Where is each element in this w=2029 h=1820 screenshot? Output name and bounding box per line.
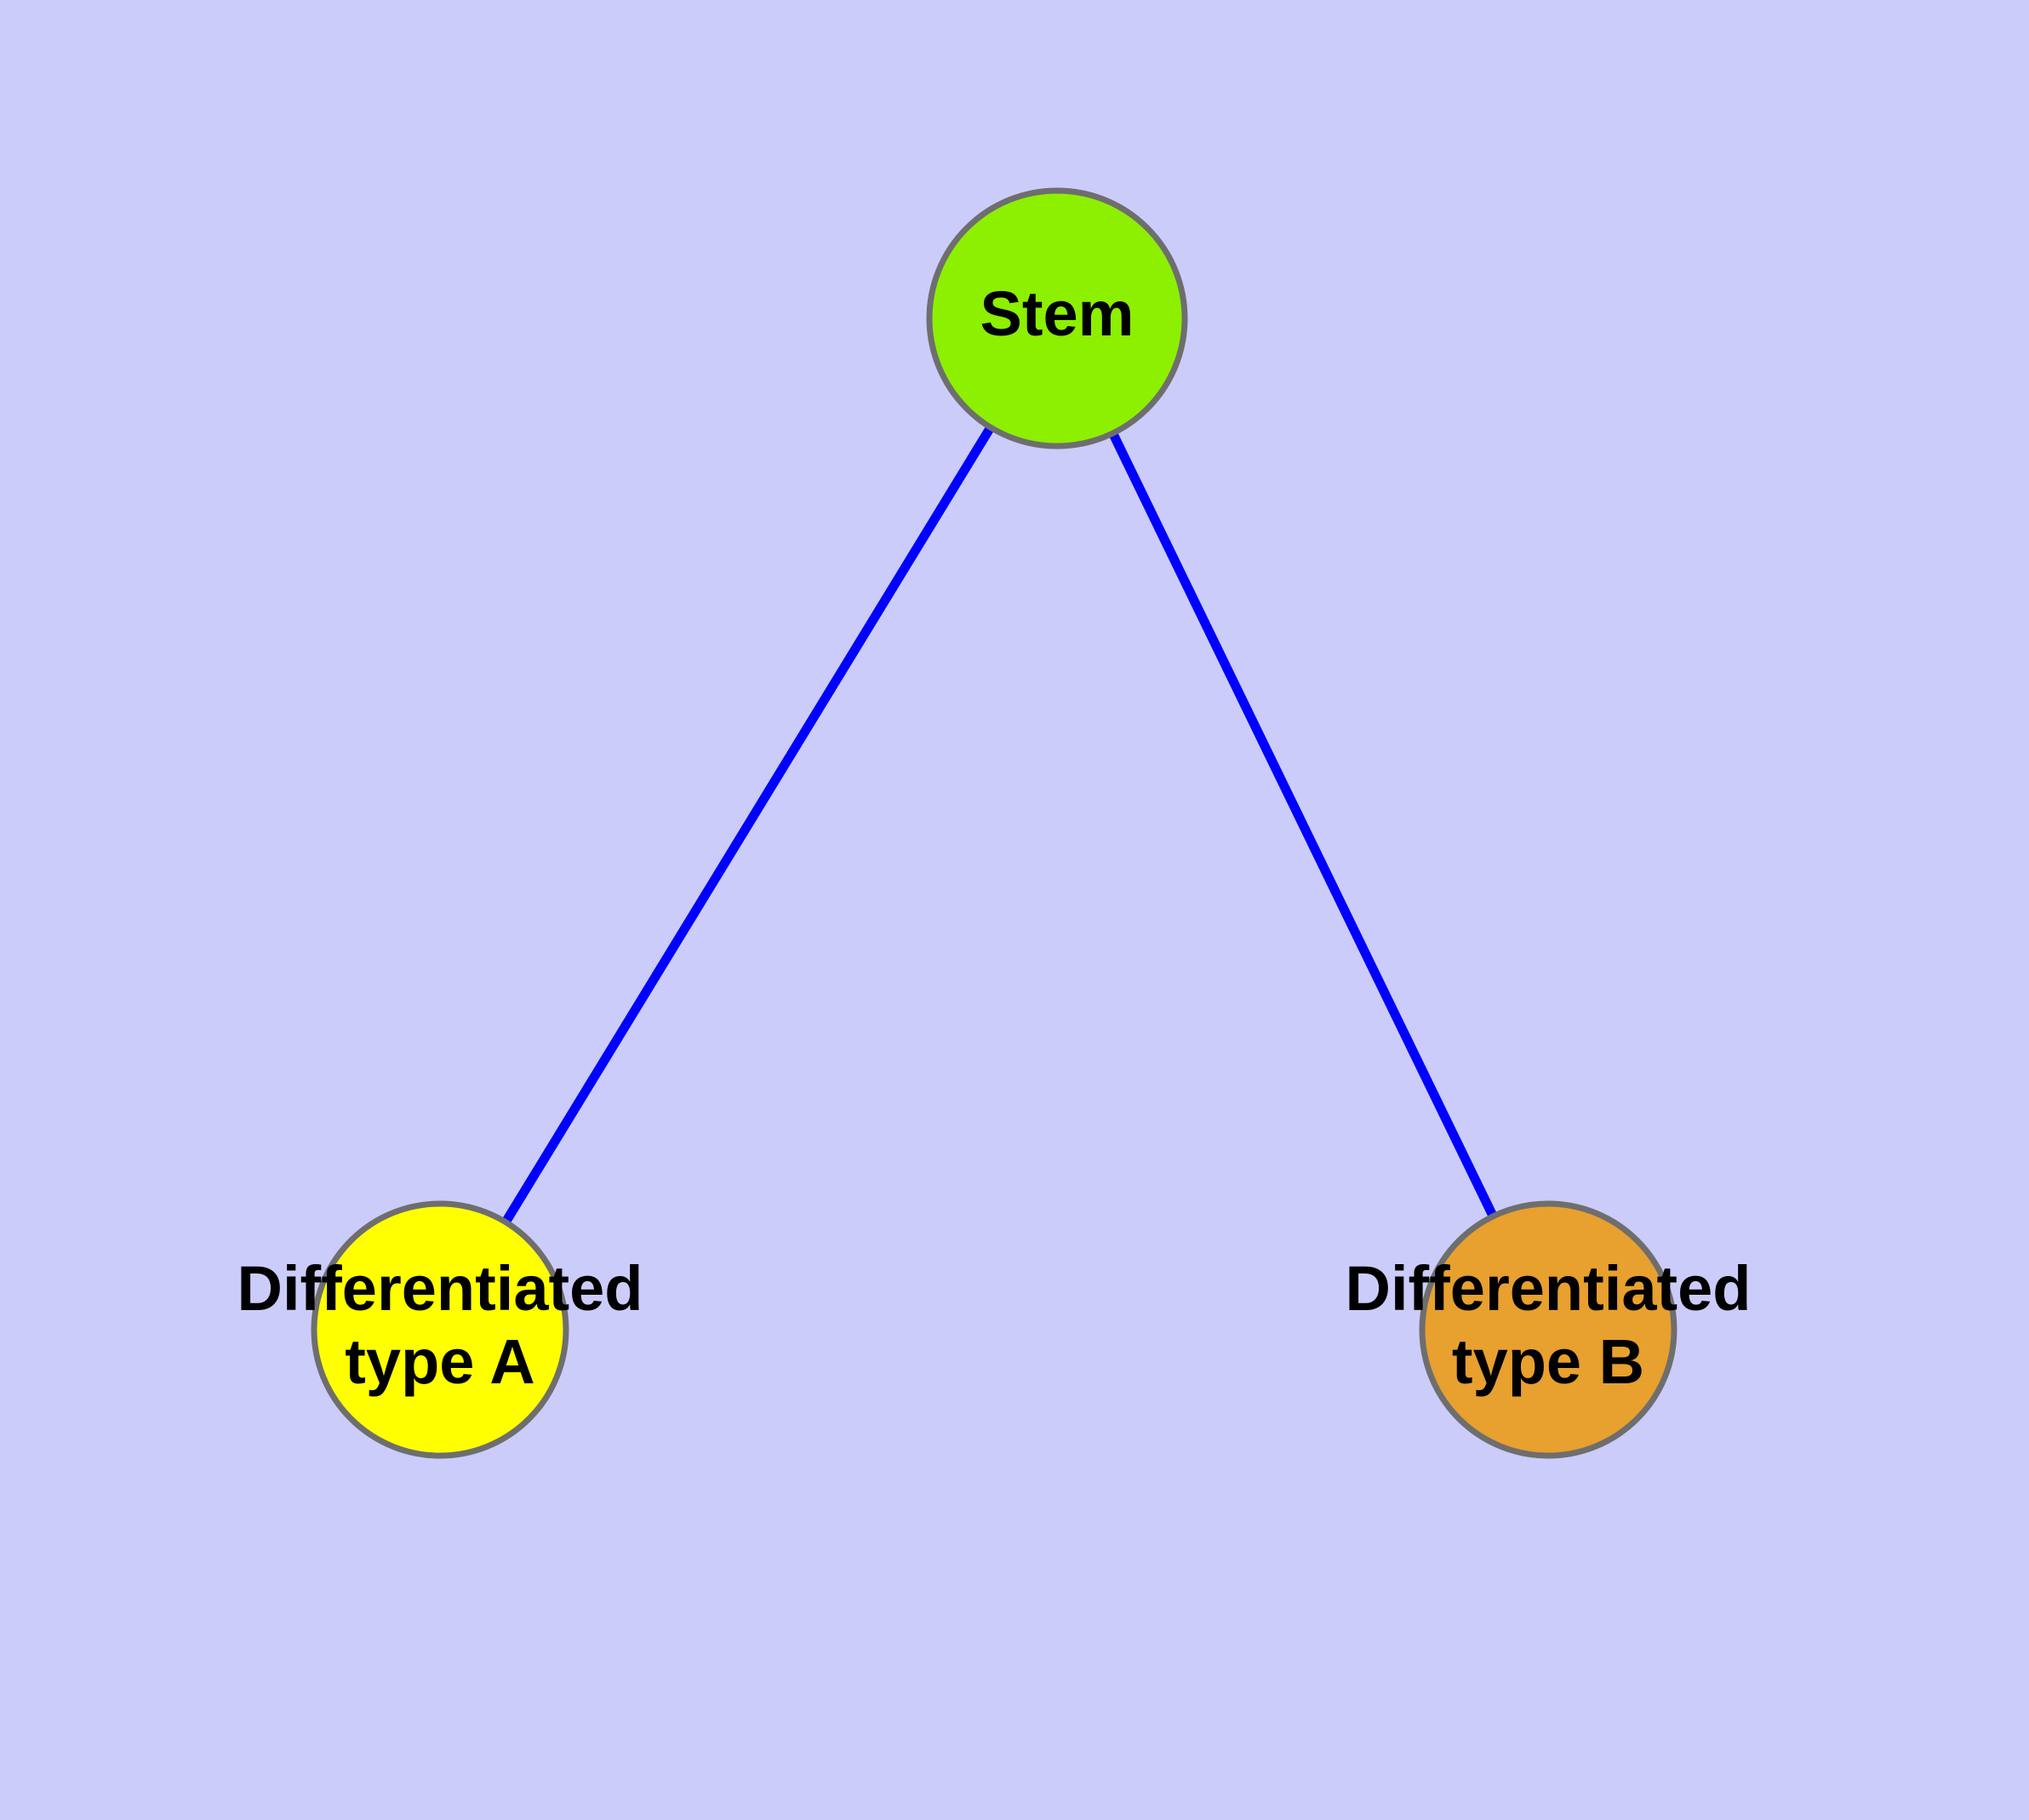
edge-stem-to-differentiated-type-a[interactable]	[436, 316, 1061, 1332]
edge-layer	[436, 316, 1552, 1332]
node-stem-circle[interactable]	[926, 187, 1188, 449]
node-stem[interactable]: Stem	[926, 187, 1188, 449]
node-differentiated-type-a-circle[interactable]	[311, 1200, 569, 1459]
node-stem-label: Stem	[980, 278, 1135, 349]
node-differentiated-type-b-circle[interactable]	[1419, 1200, 1677, 1459]
edge-stem-to-differentiated-type-b[interactable]	[1053, 316, 1552, 1332]
